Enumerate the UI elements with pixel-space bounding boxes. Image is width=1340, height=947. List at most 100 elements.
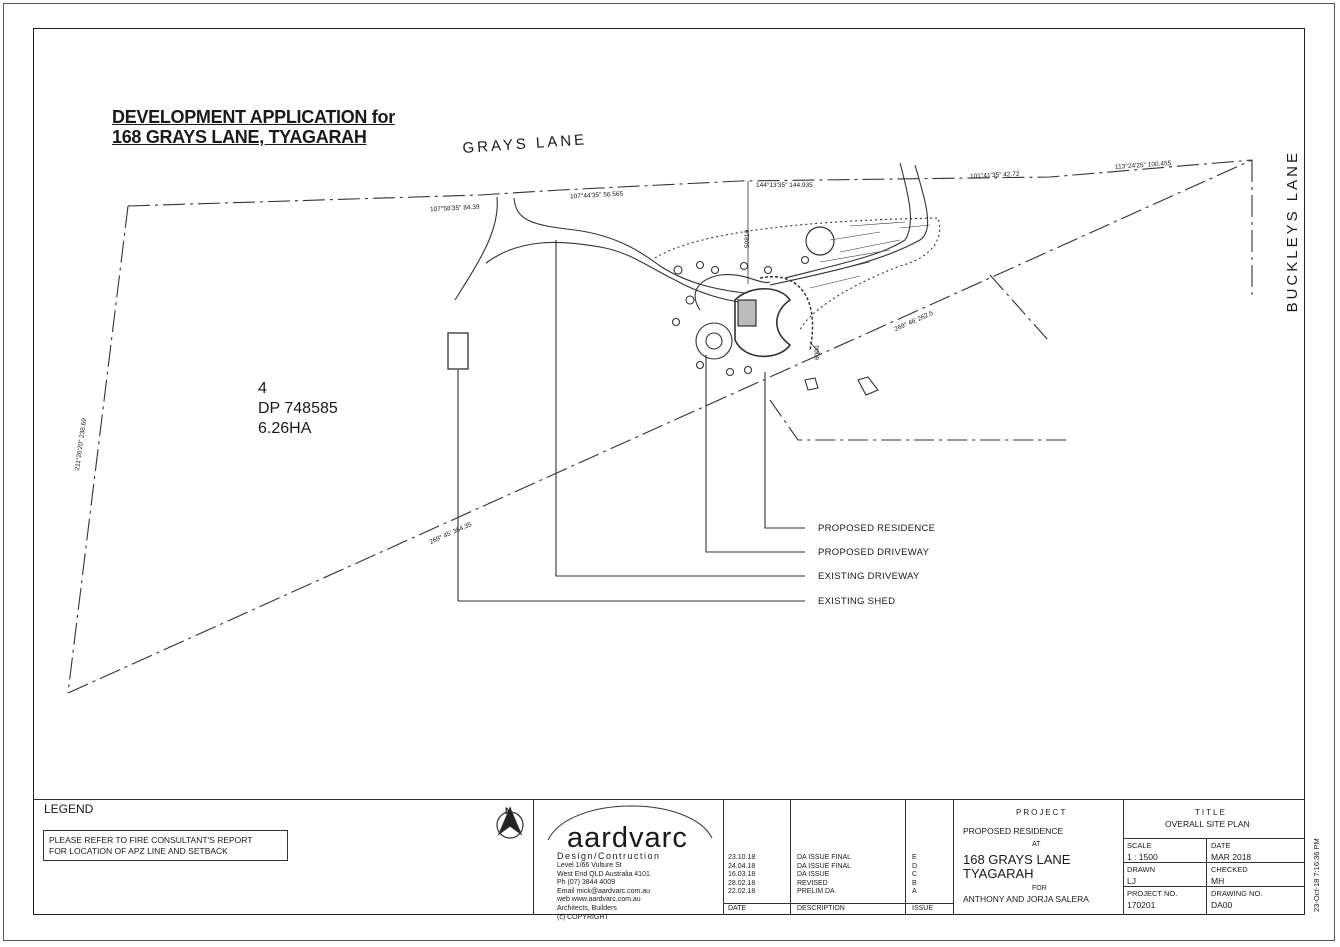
revision-description: PRELIM DA bbox=[797, 888, 835, 896]
outbuilding-a bbox=[804, 377, 819, 391]
firm-address-line: (c) COPYRIGHT bbox=[557, 913, 609, 921]
drawn-value: LJ bbox=[1127, 876, 1136, 886]
drawing-number-value: DA00 bbox=[1211, 900, 1233, 910]
project-number-value: 170201 bbox=[1127, 900, 1156, 910]
easement-line-a bbox=[989, 274, 1049, 341]
scale-value: 1 : 1500 bbox=[1127, 852, 1158, 862]
date-value: MAR 2018 bbox=[1211, 852, 1252, 862]
revision-issue: E bbox=[912, 854, 917, 861]
firm-address-line: Ph (07) 3844 4009 bbox=[557, 879, 615, 887]
title-grid-rule bbox=[1123, 838, 1305, 839]
project-name: PROPOSED RESIDENCE bbox=[963, 826, 1064, 836]
firm-address-line: web www.aardvarc.com.au bbox=[557, 896, 641, 904]
vegetation-outline bbox=[654, 217, 941, 331]
vegetation-hatch bbox=[809, 221, 931, 289]
existing-driveway-edge-b bbox=[513, 197, 746, 294]
lot-area: 6.26HA bbox=[258, 420, 312, 437]
firm-address-line: Architects, Builders bbox=[557, 904, 617, 912]
checked-label: CHECKED bbox=[1211, 865, 1248, 874]
revision-description: DA ISSUE FINAL bbox=[797, 854, 852, 861]
outbuilding-b bbox=[857, 376, 879, 396]
proposed-driveway-path bbox=[694, 274, 771, 311]
dimension-label: 50810 bbox=[744, 229, 751, 248]
turning-circle-inner bbox=[705, 332, 723, 350]
residence-outline bbox=[734, 288, 792, 358]
drawing-heading-line-1: DEVELOPMENT APPLICATION for bbox=[112, 107, 395, 127]
callout-existing-driveway: EXISTING DRIVEWAY bbox=[818, 571, 920, 582]
buckleys-lane-label: BUCKLEYS LANE bbox=[1284, 150, 1301, 313]
dimension-label: 144°13'35" 144.935 bbox=[756, 182, 813, 189]
leader-existing-shed bbox=[457, 370, 805, 602]
title-block-divider bbox=[1206, 838, 1207, 915]
project-address-line-1: 168 GRAYS LANE bbox=[963, 852, 1071, 867]
title-block-divider bbox=[790, 799, 791, 915]
revision-description: DA ISSUE FINAL bbox=[797, 862, 852, 870]
tree-symbols bbox=[671, 255, 810, 377]
drawing-frame bbox=[33, 28, 1305, 915]
revision-issue: C bbox=[912, 871, 918, 879]
leader-proposed-driveway bbox=[705, 355, 805, 553]
title-block-divider bbox=[1123, 799, 1124, 915]
project-address-line-2: TYAGARAH bbox=[963, 866, 1034, 881]
callout-proposed-driveway: PROPOSED DRIVEWAY bbox=[818, 547, 930, 558]
revision-header-date: DATE bbox=[728, 905, 747, 912]
logo-arc bbox=[547, 805, 713, 841]
sheet-border bbox=[3, 3, 1335, 941]
revision-header-issue: ISSUE bbox=[912, 905, 934, 912]
leader-residence bbox=[764, 372, 805, 529]
revision-date: 28.02.18 bbox=[728, 879, 756, 887]
project-label: PROJECT bbox=[1016, 808, 1068, 817]
revision-issues: E D C B A bbox=[912, 854, 917, 897]
drawing-number-label: DRAWING NO. bbox=[1211, 889, 1263, 898]
firm-address: Level 1/66 Vulture St West End QLD Austr… bbox=[557, 862, 650, 922]
north-boundary bbox=[127, 159, 1253, 207]
revision-descriptions: DA ISSUE FINAL DA ISSUE FINAL DA ISSUE R… bbox=[797, 854, 851, 897]
north-label: N bbox=[505, 806, 512, 816]
revision-header-description: DESCRIPTION bbox=[797, 905, 845, 912]
deposited-plan: DP 748585 bbox=[258, 400, 338, 417]
leader-existing-driveway bbox=[555, 240, 805, 577]
revision-dates: 23.10.18 24.04.18 16.03.18 28.02.18 22.0… bbox=[728, 854, 755, 897]
project-client: ANTHONY AND JORJA SALERA bbox=[963, 894, 1089, 904]
print-timestamp: 23-Oct-18 7:16:36 PM bbox=[1312, 838, 1321, 912]
firm-address-line: Email mick@aardvarc.com.au bbox=[557, 887, 651, 895]
revision-description: DA ISSUE bbox=[797, 871, 830, 879]
callout-proposed-residence: PROPOSED RESIDENCE bbox=[818, 523, 936, 534]
legend-title: LEGEND bbox=[44, 802, 94, 816]
scale-label: SCALE bbox=[1127, 841, 1152, 850]
easement-line-b bbox=[769, 399, 1070, 441]
project-number-label: PROJECT NO. bbox=[1127, 889, 1178, 898]
revision-issue: A bbox=[912, 888, 917, 896]
date-label: DATE bbox=[1211, 841, 1231, 850]
north-arrow bbox=[496, 806, 524, 839]
project-at: AT bbox=[1032, 841, 1041, 848]
firm-address-line: West End QLD Australia 4101 bbox=[557, 870, 650, 878]
legend-note-line-1: PLEASE REFER TO FIRE CONSULTANT'S REPORT bbox=[49, 835, 253, 845]
revision-description: REVISED bbox=[797, 879, 828, 887]
title-block-top-rule bbox=[33, 799, 1305, 800]
west-boundary bbox=[67, 205, 129, 694]
setback-dimension-2 bbox=[809, 341, 821, 355]
revision-issue: D bbox=[912, 862, 918, 870]
revision-date: 22.02.18 bbox=[728, 888, 756, 896]
title-grid-rule bbox=[1123, 886, 1305, 887]
drawn-label: DRAWN bbox=[1127, 865, 1156, 874]
title-block-divider bbox=[723, 799, 724, 915]
existing-driveway-edge-c bbox=[485, 241, 741, 303]
revision-date: 23.10.18 bbox=[728, 854, 756, 861]
existing-shed bbox=[447, 332, 469, 370]
title-label: TITLE bbox=[1195, 808, 1227, 817]
dimension-label: 6000 bbox=[814, 345, 821, 360]
callout-existing-shed: EXISTING SHED bbox=[818, 596, 896, 607]
turning-circle bbox=[695, 322, 733, 360]
revision-date: 16.03.18 bbox=[728, 871, 756, 879]
legend-note-line-2: FOR LOCATION OF APZ LINE AND SETBACK bbox=[49, 846, 228, 856]
title-grid-rule bbox=[1123, 862, 1305, 863]
legend-note-box: PLEASE REFER TO FIRE CONSULTANT'S REPORT… bbox=[43, 830, 288, 861]
firm-logo: aardvarc bbox=[567, 822, 688, 854]
revision-date: 24.04.18 bbox=[728, 862, 756, 870]
firm-address-line: Level 1/66 Vulture St bbox=[557, 862, 622, 869]
revision-issue: B bbox=[912, 879, 917, 887]
title-block-divider bbox=[953, 799, 954, 915]
